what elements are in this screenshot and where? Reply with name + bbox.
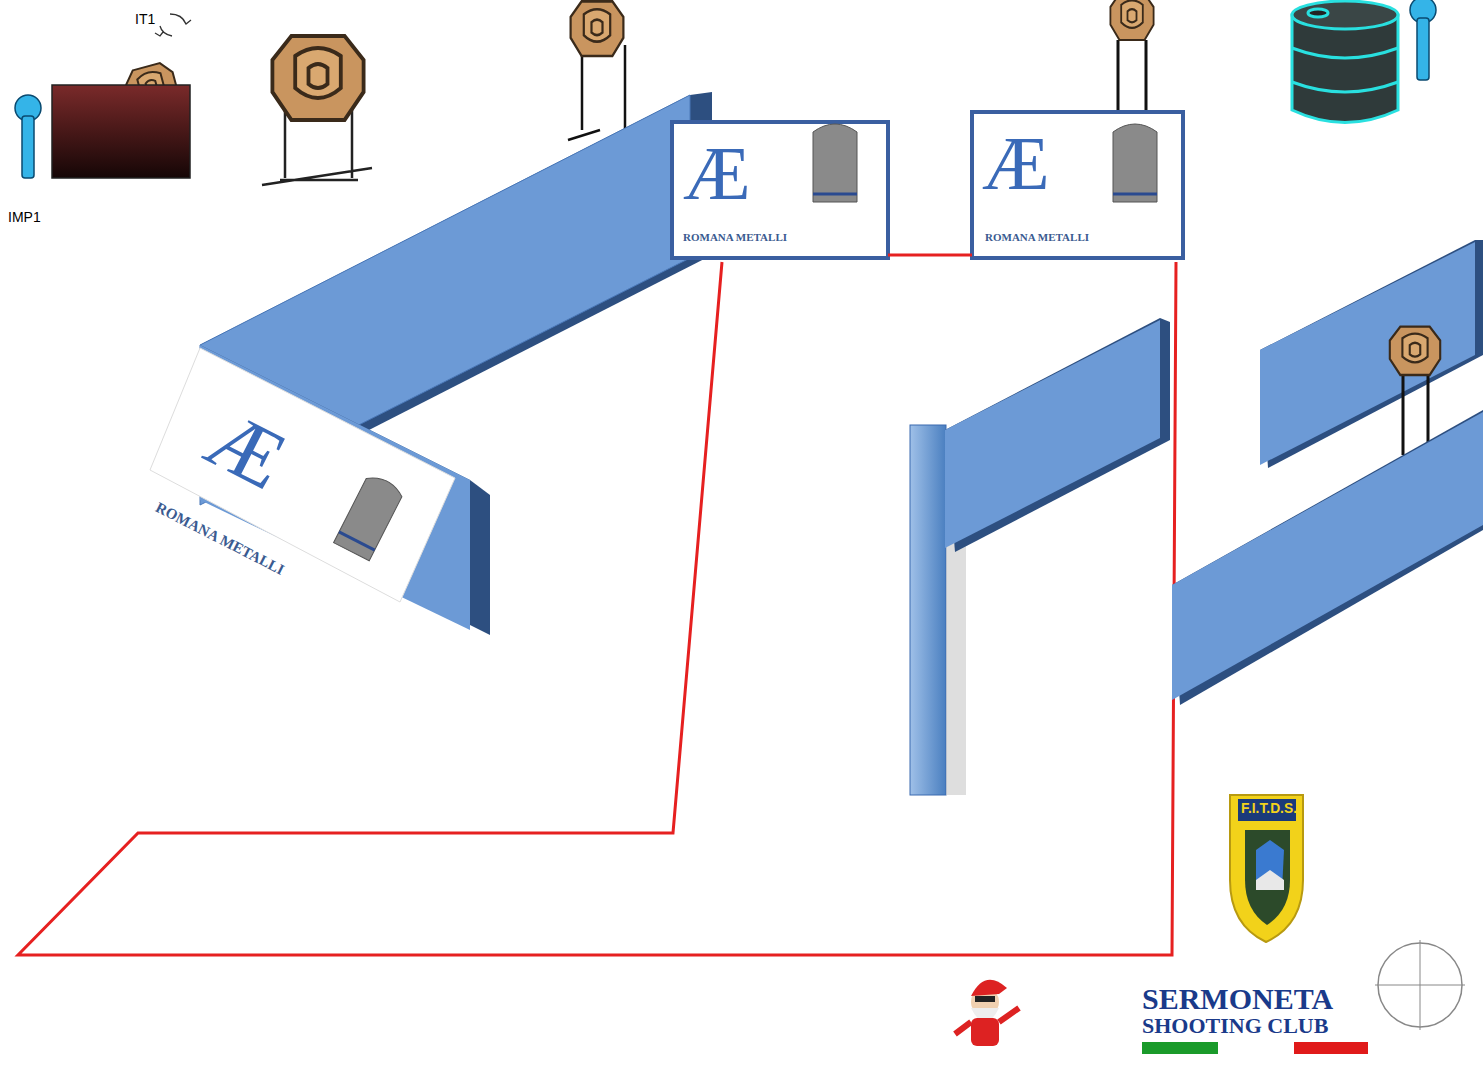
sponsor-name: ROMANA METALLI (683, 232, 787, 243)
club-name: SERMONETA (1142, 984, 1333, 1014)
position-label: IMP1 (8, 210, 41, 224)
club-name: SHOOTING CLUB (1142, 1015, 1328, 1037)
logo-mark: Æ (982, 125, 1050, 201)
target-label: IT1 (135, 12, 155, 26)
sponsor-name: ROMANA METALLI (985, 232, 1089, 243)
federation-logo-text: F.I.T.D.S. (1241, 802, 1297, 816)
logo-mark: Æ (683, 135, 751, 211)
